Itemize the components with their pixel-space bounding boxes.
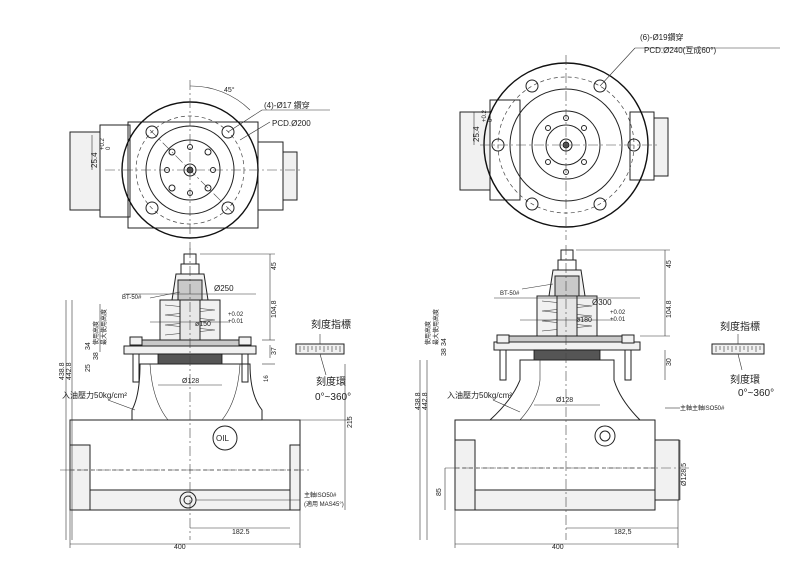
svg-text:Ø128: Ø128 xyxy=(556,397,573,404)
left-oil-label: OIL xyxy=(216,434,229,443)
svg-text:+0.2: +0.2 xyxy=(100,137,106,150)
svg-text:BT-50#: BT-50# xyxy=(122,295,142,301)
svg-text:104,8: 104,8 xyxy=(271,300,278,318)
svg-text:438.8: 438.8 xyxy=(415,392,422,410)
right-angle-range: 0°~360° xyxy=(738,388,774,399)
left-offset-dim: 25.4 xyxy=(90,152,99,168)
svg-text:+0.01: +0.01 xyxy=(228,319,244,325)
svg-text:0: 0 xyxy=(488,118,494,122)
svg-text:45: 45 xyxy=(271,262,278,270)
svg-text:ø180: ø180 xyxy=(576,317,592,324)
svg-text:Ø250: Ø250 xyxy=(214,284,234,293)
left-angle-label: 45° xyxy=(224,86,235,94)
svg-text:Ø128: Ø128 xyxy=(182,378,199,385)
svg-text:Ø128.5: Ø128.5 xyxy=(681,463,688,486)
svg-text:+0.02: +0.02 xyxy=(228,312,244,318)
svg-text:37: 37 xyxy=(271,347,278,355)
svg-text:使用高度: 使用高度 xyxy=(92,321,100,345)
svg-text:438.8: 438.8 xyxy=(59,362,66,380)
svg-text:(適用 MAS45°): (適用 MAS45°) xyxy=(304,500,344,508)
left-front-view: OIL 45 104,8 37 16 215 Ø250 ø150 +0.02 +… xyxy=(59,248,354,551)
svg-text:Ø300: Ø300 xyxy=(592,298,612,307)
right-pcd-label: PCD.Ø240(互成60°) xyxy=(644,45,716,55)
svg-text:BT-50#: BT-50# xyxy=(500,291,520,297)
svg-text:0: 0 xyxy=(106,146,112,150)
svg-text:+0.02: +0.02 xyxy=(610,310,626,316)
left-top-view: 45° (4)-Ø17 鑽穿 PCD.Ø200 25.4 +0.2 0 xyxy=(69,80,330,250)
svg-text:400: 400 xyxy=(552,544,564,551)
svg-text:45: 45 xyxy=(666,260,673,268)
svg-text:182.5: 182.5 xyxy=(232,529,250,536)
right-scale-ring-label: 刻度環 xyxy=(730,373,760,386)
svg-text:16: 16 xyxy=(264,375,270,382)
svg-text:ø150: ø150 xyxy=(195,321,211,328)
svg-text:34: 34 xyxy=(85,342,92,350)
left-pcd-label: PCD.Ø200 xyxy=(272,119,311,128)
svg-text:38: 38 xyxy=(441,348,448,356)
right-hole-callout: (6)-Ø19鑽穿 xyxy=(640,32,684,42)
svg-text:34: 34 xyxy=(441,338,448,346)
svg-text:30: 30 xyxy=(666,358,673,366)
svg-text:442.8: 442.8 xyxy=(422,392,429,410)
svg-text:+0.01: +0.01 xyxy=(610,317,626,323)
right-pressure-label: 入油壓力50kg/cm² xyxy=(447,390,512,400)
right-top-view: (6)-Ø19鑽穿 PCD.Ø240(互成60°) 25.4 +0.2 0 xyxy=(459,32,780,240)
right-front-view: 45 104.8 30 Ø300 ø180 +0.02 +0.01 Ø128 B… xyxy=(415,245,774,551)
right-scale-plate-label: 刻度指標 xyxy=(720,320,760,333)
svg-text:最大使用高度: 最大使用高度 xyxy=(100,309,108,345)
svg-text:主軸主軸ISO50#: 主軸主軸ISO50# xyxy=(680,404,725,412)
right-offset-dim: 25.4 xyxy=(472,126,481,142)
svg-text:主軸ISO50#: 主軸ISO50# xyxy=(304,491,337,499)
svg-text:38: 38 xyxy=(93,352,100,360)
svg-text:25: 25 xyxy=(85,364,92,372)
svg-text:使用高度: 使用高度 xyxy=(424,321,432,345)
left-angle-range: 0°~360° xyxy=(315,392,351,403)
svg-text:最大使用高度: 最大使用高度 xyxy=(432,309,440,345)
left-hole-callout: (4)-Ø17 鑽穿 xyxy=(264,100,310,110)
left-scale-ring-label: 刻度環 xyxy=(316,375,346,388)
svg-text:+0.2: +0.2 xyxy=(482,109,488,122)
svg-text:104.8: 104.8 xyxy=(666,300,673,318)
svg-text:442.8: 442.8 xyxy=(66,362,73,380)
svg-text:400: 400 xyxy=(174,544,186,551)
svg-text:85: 85 xyxy=(436,488,443,496)
left-pressure-label: 入油壓力50kg/cm² xyxy=(62,390,127,400)
left-scale-plate-label: 刻度指標 xyxy=(311,318,351,331)
svg-text:215: 215 xyxy=(347,416,354,428)
svg-text:182,5: 182,5 xyxy=(614,529,632,536)
